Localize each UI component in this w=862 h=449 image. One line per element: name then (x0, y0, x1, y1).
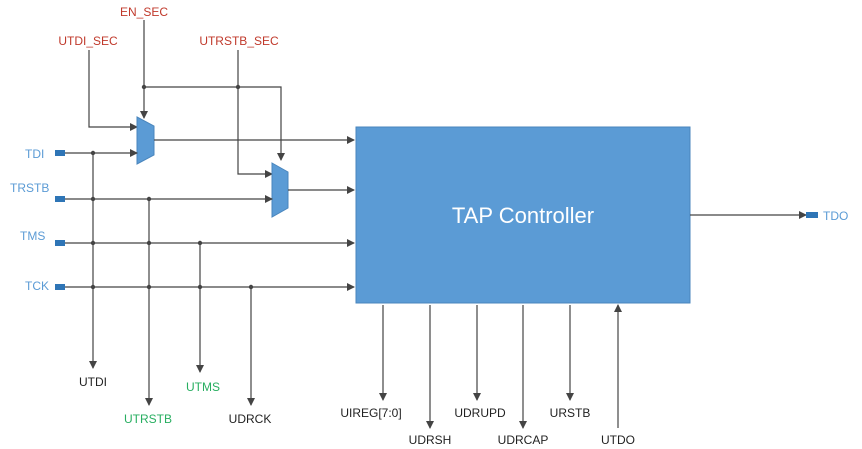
tck-port (55, 284, 65, 290)
trstb-label: TRSTB (10, 181, 49, 195)
utrstb-sec-wire (237, 50, 273, 178)
utms-label: UTMS (186, 380, 220, 394)
utrstb-label: UTRSTB (124, 412, 172, 426)
tck-label: TCK (25, 279, 49, 293)
en-sec-branch-wire (144, 86, 285, 161)
tms-port (55, 240, 65, 246)
utdo-label: UTDO (601, 433, 635, 447)
tap-controller-block (355, 126, 691, 304)
udrupd-label: UDRUPD (454, 406, 506, 420)
utrstb-sec-junction (235, 84, 241, 90)
utrstb-sec-label: UTRSTB_SEC (199, 34, 279, 48)
mux-1 (136, 116, 155, 165)
udrsh-label: UDRSH (409, 433, 452, 447)
tdo-label: TDO (823, 209, 848, 223)
en-sec-junction (141, 84, 147, 90)
tap-controller-label: TAP Controller (452, 203, 594, 228)
utdi-label: UTDI (79, 375, 107, 389)
tdo-port (806, 212, 818, 218)
tms-label: TMS (20, 229, 45, 243)
utdi-sec-label: UTDI_SEC (58, 34, 118, 48)
udrck-label: UDRCK (229, 412, 272, 426)
urstb-label: URSTB (550, 406, 591, 420)
utdi-sec-wire (88, 50, 138, 131)
udrcap-label: UDRCAP (498, 433, 549, 447)
en-sec-label: EN_SEC (120, 5, 168, 19)
tdi-port (55, 150, 65, 156)
uireg-label: UIREG[7:0] (340, 406, 401, 420)
tdi-label: TDI (25, 147, 44, 161)
trstb-port (55, 196, 65, 202)
mux-2 (271, 162, 289, 218)
